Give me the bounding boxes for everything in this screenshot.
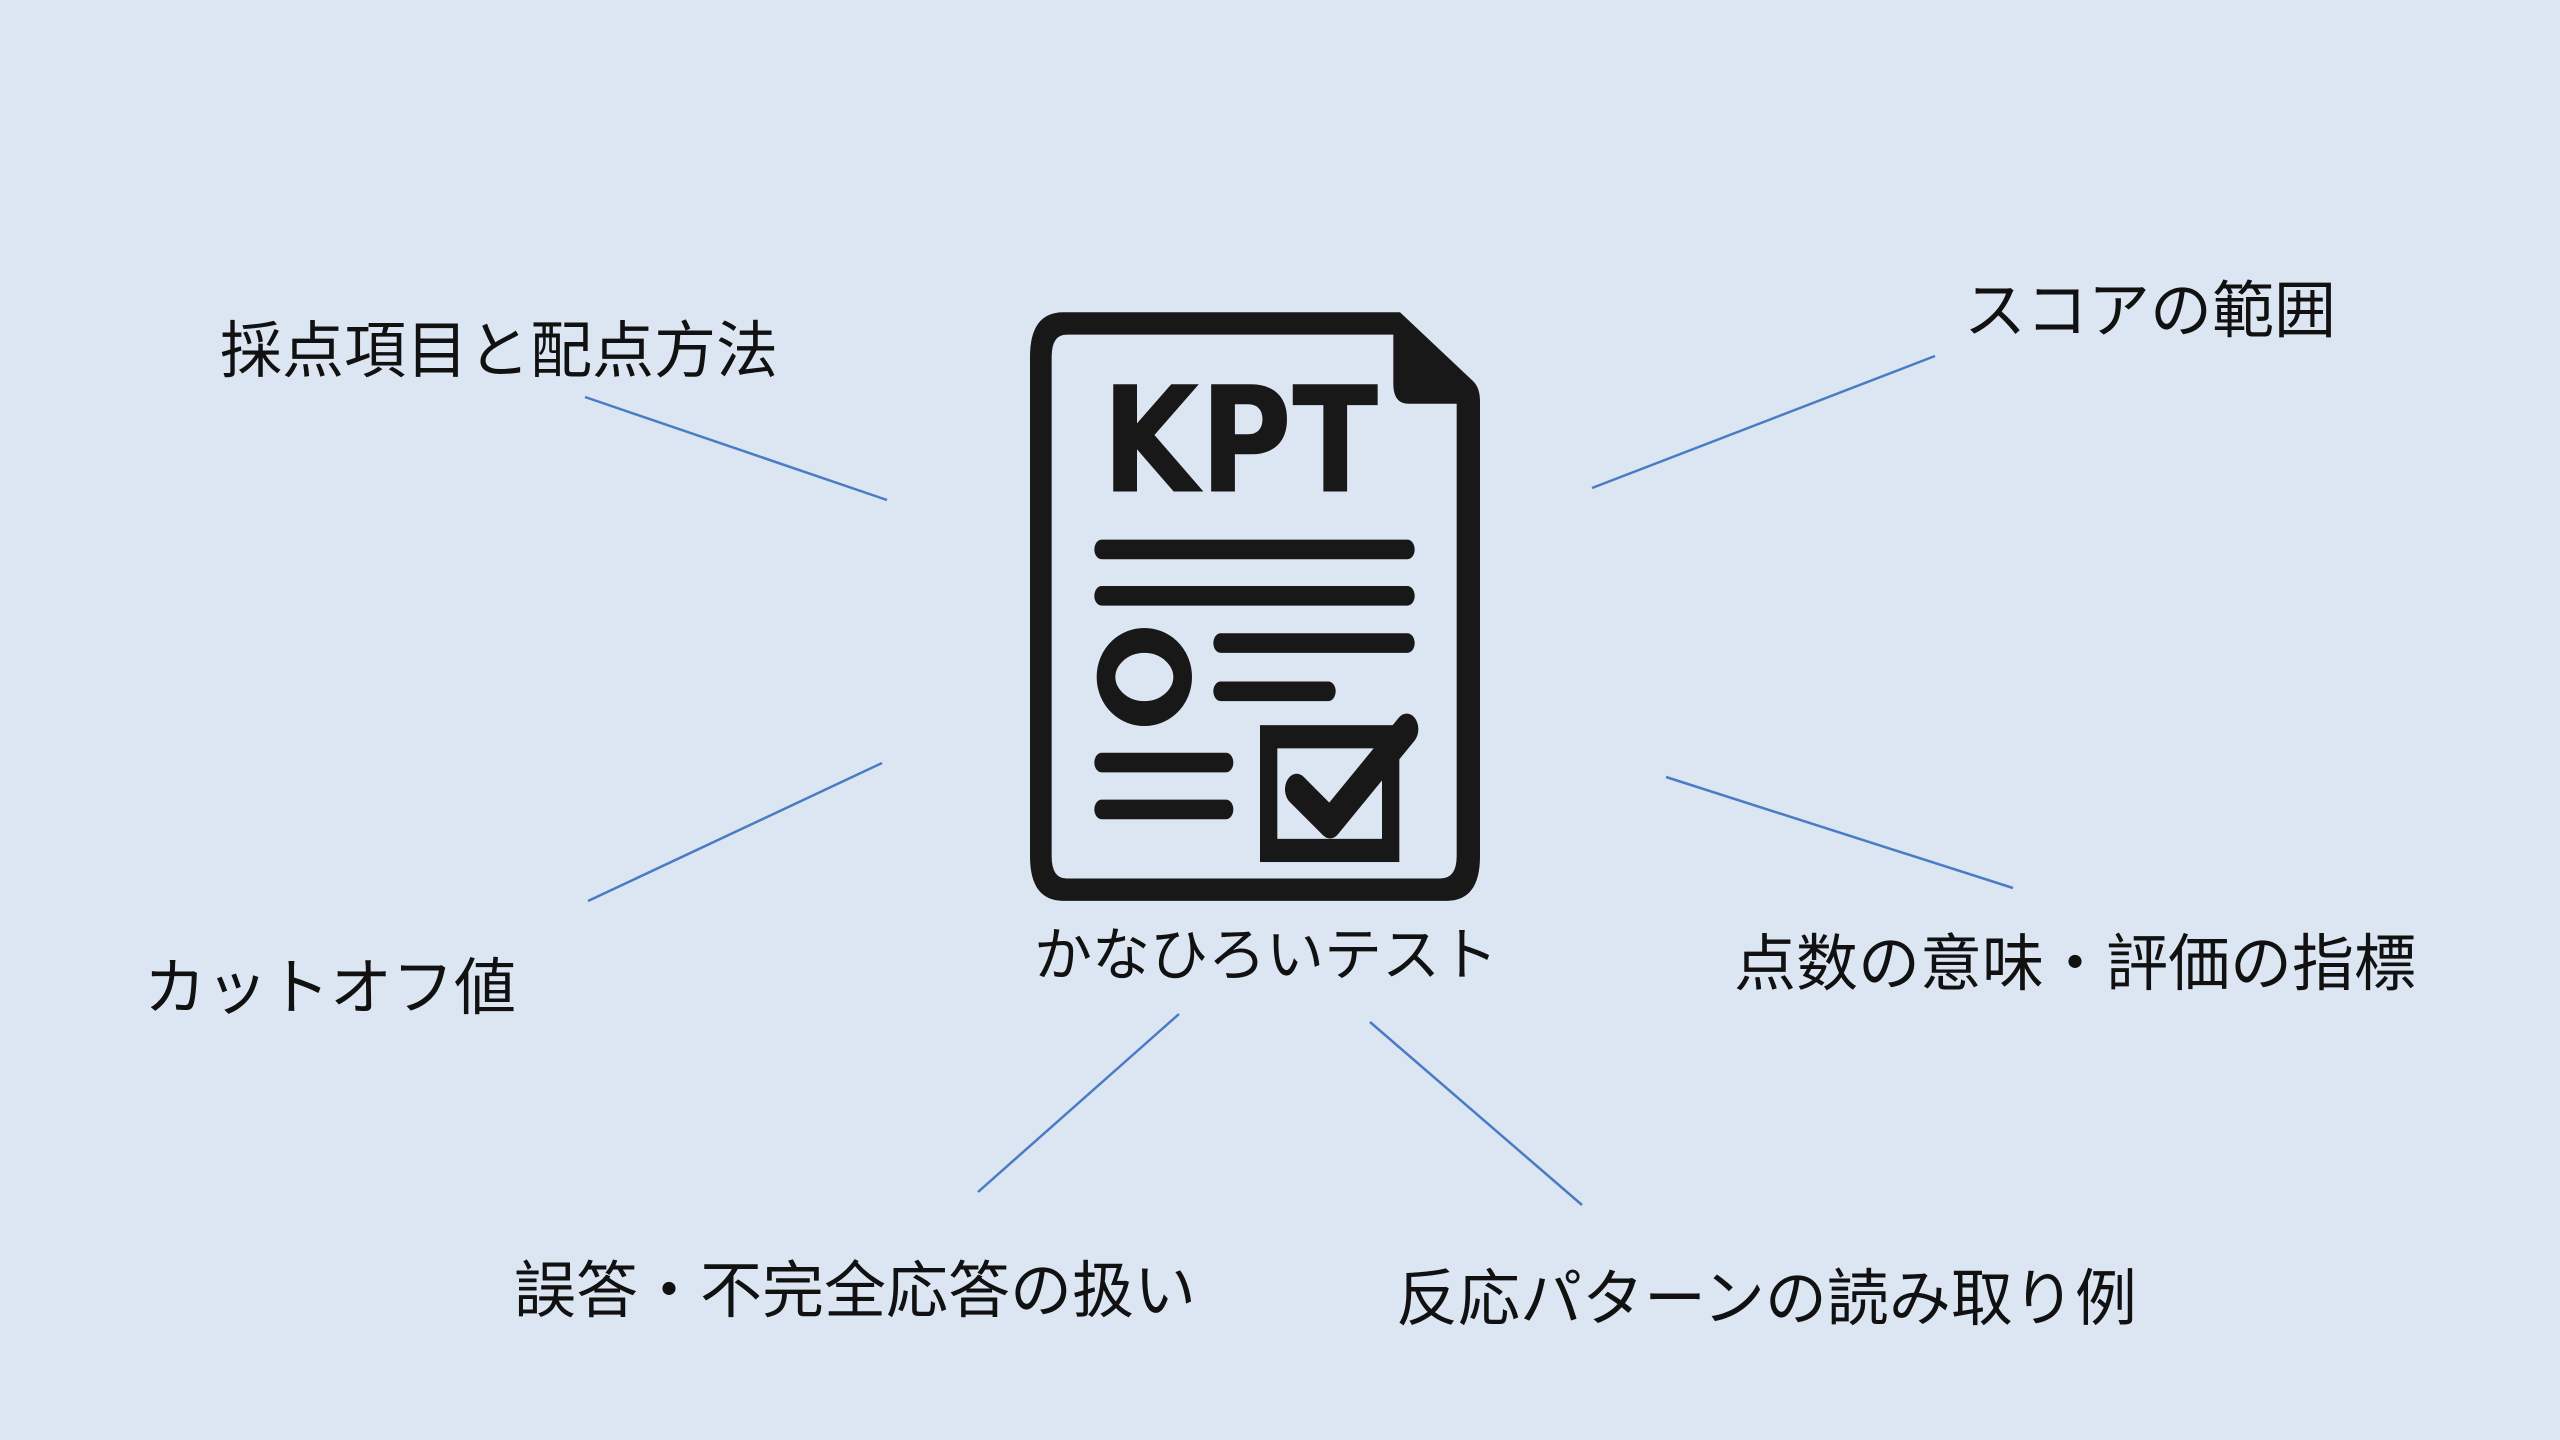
document-checklist-icon: KPT [1030,312,1480,901]
topic-cutoff: カットオフ値 [144,951,517,1024]
topic-error-handling: 誤答・不完全応答の扱い [514,1254,1197,1327]
connector-patterns [1369,1021,1583,1206]
topic-score-meaning: 点数の意味・評価の指標 [1734,927,2417,1000]
connector-cutoff [587,761,883,903]
connector-scoring [584,395,888,502]
connector-score-range [1591,354,1936,490]
connector-meaning [1665,775,2014,890]
icon-kpt-text: KPT [1102,354,1379,526]
center-title: かなひろいテスト [1034,921,1499,989]
topic-response-patterns: 反応パターンの読み取り例 [1396,1262,2137,1335]
connector-errors [977,1013,1180,1193]
topic-scoring-method: 採点項目と配点方法 [220,314,779,387]
topic-score-range: スコアの範囲 [1964,274,2337,347]
